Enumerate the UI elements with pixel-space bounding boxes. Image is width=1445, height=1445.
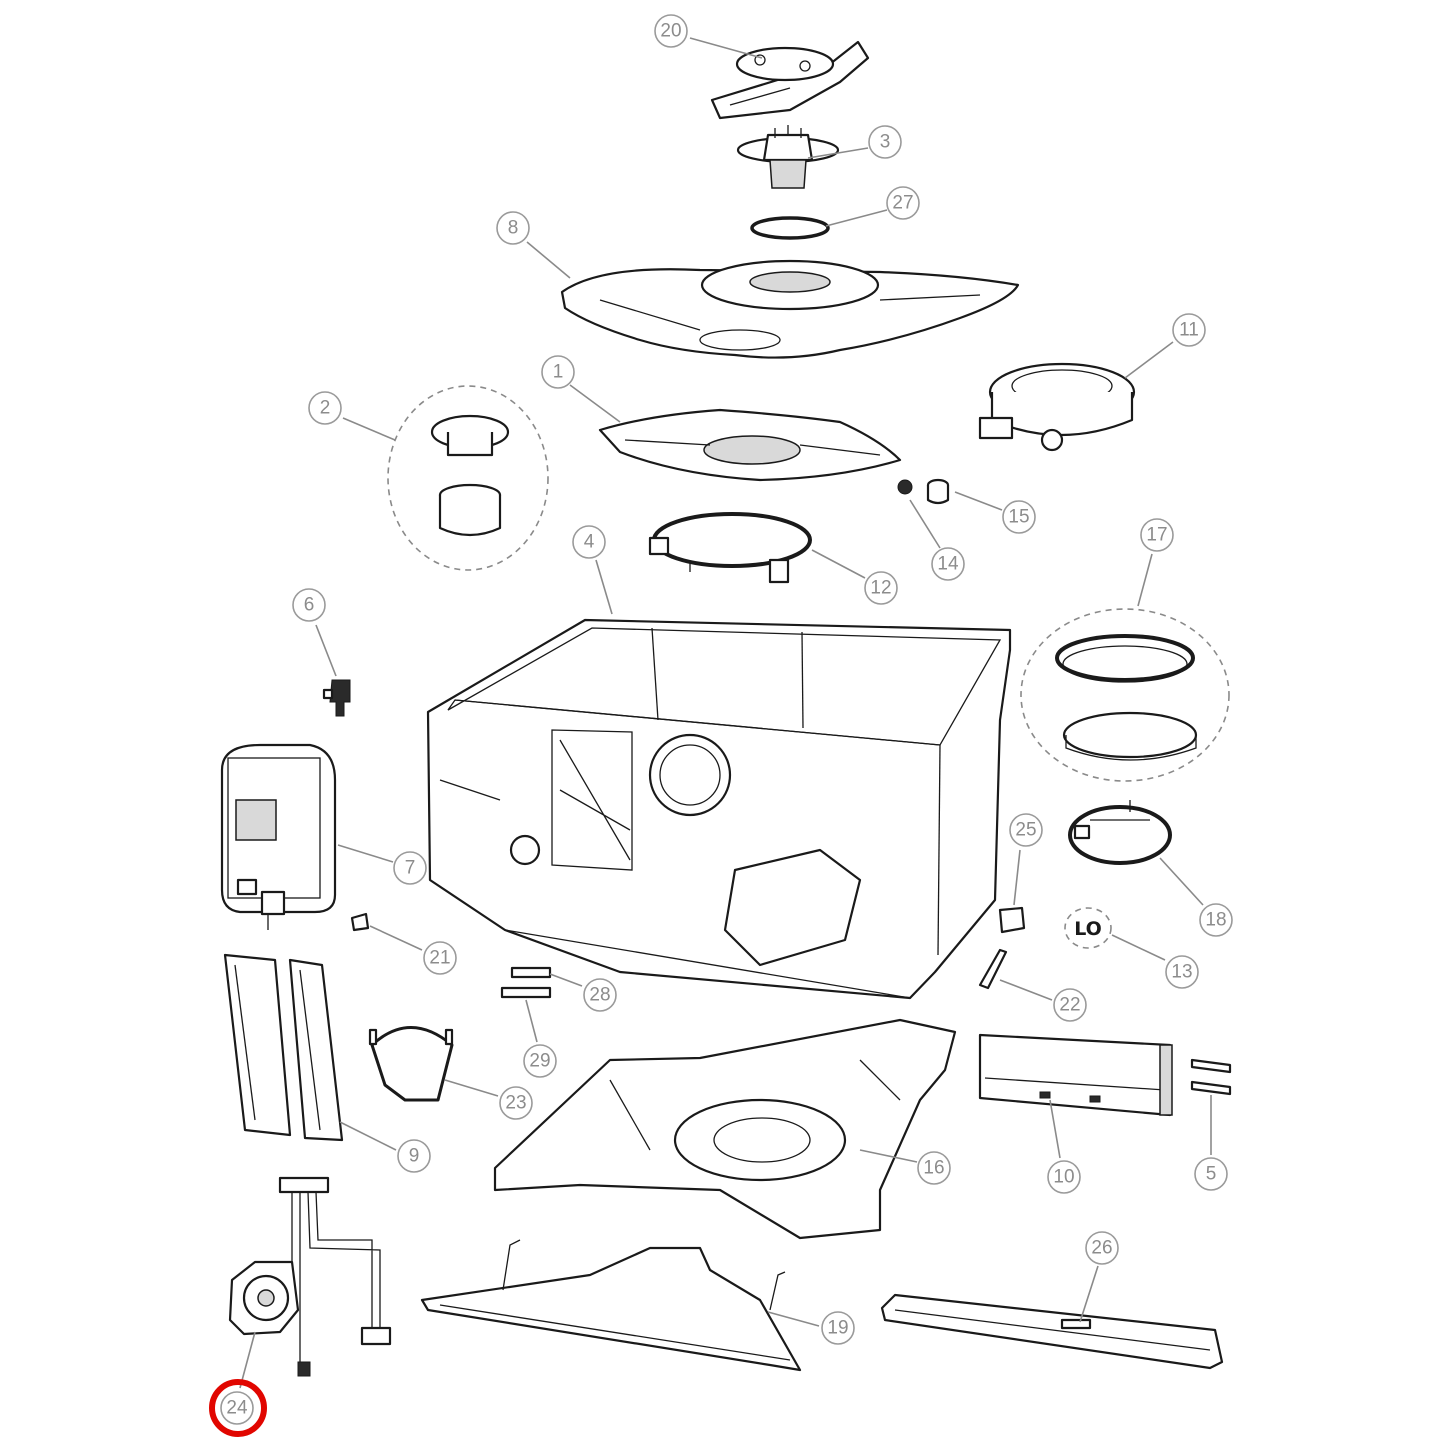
svg-text:15: 15 — [1008, 507, 1029, 528]
svg-text:23: 23 — [505, 1093, 526, 1114]
svg-text:3: 3 — [880, 132, 891, 153]
part-22-pad — [978, 948, 1008, 990]
callout-13: 13 — [1165, 955, 1199, 989]
part-17-sump-ring-set — [1020, 608, 1230, 782]
part-28-bracket — [510, 966, 552, 979]
part-25-clip — [998, 906, 1026, 934]
part-13-label-marking: LO — [1064, 907, 1112, 949]
callout-1: 1 — [541, 355, 575, 389]
callout-11: 11 — [1172, 313, 1206, 347]
callout-2: 2 — [308, 391, 342, 425]
svg-text:10: 10 — [1053, 1167, 1074, 1188]
part-3-spray-arm-hub — [736, 125, 840, 189]
part-29-bracket — [500, 986, 552, 999]
part-10-module-housing — [978, 1033, 1173, 1117]
svg-text:22: 22 — [1059, 995, 1080, 1016]
part-26-base-strip — [880, 1293, 1224, 1370]
callout-7: 7 — [393, 851, 427, 885]
svg-text:4: 4 — [584, 532, 595, 553]
svg-text:9: 9 — [409, 1146, 420, 1167]
callout-20: 20 — [654, 14, 688, 48]
svg-text:20: 20 — [660, 21, 681, 42]
svg-text:29: 29 — [529, 1051, 550, 1072]
svg-text:11: 11 — [1179, 320, 1199, 341]
part-2-valve-assembly — [387, 385, 549, 571]
svg-text:27: 27 — [892, 193, 913, 214]
svg-text:21: 21 — [429, 948, 450, 969]
part-11-pump-housing — [978, 362, 1136, 452]
callout-16: 16 — [917, 1151, 951, 1185]
part-21-fitting — [350, 912, 370, 932]
callout-5: 5 — [1194, 1157, 1228, 1191]
callout-28: 28 — [583, 978, 617, 1012]
svg-text:16: 16 — [923, 1158, 944, 1179]
callout-8: 8 — [496, 211, 530, 245]
callout-6: 6 — [292, 588, 326, 622]
callout-24: 24 — [220, 1391, 254, 1425]
callout-27: 27 — [886, 186, 920, 220]
svg-text:1: 1 — [553, 362, 564, 383]
part-23-clamp — [368, 1026, 454, 1102]
svg-text:7: 7 — [405, 858, 416, 879]
callout-14: 14 — [931, 547, 965, 581]
callouts: 20 3 27 8 11 1 2 15 14 12 4 17 6 7 25 18… — [220, 14, 1233, 1425]
leader-lines — [239, 37, 1212, 1389]
svg-text:8: 8 — [508, 218, 519, 239]
part-24-fan-motor-harness — [228, 1176, 392, 1377]
part-6-sensor — [322, 679, 351, 717]
callout-12: 12 — [864, 571, 898, 605]
svg-text:19: 19 — [827, 1318, 848, 1339]
callout-26: 26 — [1085, 1231, 1119, 1265]
callout-4: 4 — [572, 525, 606, 559]
svg-text:26: 26 — [1091, 1238, 1112, 1259]
part-18-retaining-ring — [1068, 800, 1172, 865]
callout-22: 22 — [1053, 988, 1087, 1022]
svg-text:13: 13 — [1171, 962, 1192, 983]
callout-9: 9 — [397, 1139, 431, 1173]
svg-text:5: 5 — [1206, 1164, 1217, 1185]
part-14-knob — [897, 479, 913, 495]
callout-15: 15 — [1002, 500, 1036, 534]
callout-18: 18 — [1199, 903, 1233, 937]
svg-text:24: 24 — [226, 1398, 248, 1419]
svg-text:6: 6 — [304, 595, 315, 616]
svg-text:14: 14 — [937, 554, 959, 575]
svg-text:17: 17 — [1146, 525, 1167, 546]
part-9-frame-panel — [223, 953, 344, 1142]
part-13-marking-text: LO — [1074, 918, 1102, 940]
svg-text:25: 25 — [1015, 820, 1036, 841]
callout-21: 21 — [423, 941, 457, 975]
highlighted-callout-ring — [209, 1379, 267, 1437]
part-27-o-ring — [750, 216, 830, 240]
callout-3: 3 — [868, 125, 902, 159]
callout-10: 10 — [1047, 1160, 1081, 1194]
part-16-base — [493, 1018, 957, 1240]
part-7-control-board — [220, 743, 337, 930]
part-1-middle-cover — [598, 408, 902, 482]
part-5-pins — [1190, 1058, 1232, 1096]
part-12-ring-bracket — [648, 512, 812, 584]
callout-29: 29 — [523, 1044, 557, 1078]
part-4-tub — [426, 618, 1012, 1000]
callout-23: 23 — [499, 1086, 533, 1120]
callout-19: 19 — [821, 1311, 855, 1345]
part-19-lower-panel — [420, 1239, 802, 1372]
part-8-upper-cover — [560, 259, 1020, 359]
svg-text:12: 12 — [870, 578, 891, 599]
callout-25: 25 — [1009, 813, 1043, 847]
svg-text:28: 28 — [589, 985, 610, 1006]
part-20-upper-spray-arm — [710, 40, 870, 120]
svg-text:2: 2 — [320, 398, 331, 419]
svg-text:18: 18 — [1205, 910, 1226, 931]
part-15-bushing — [926, 478, 950, 505]
callout-17: 17 — [1140, 518, 1174, 552]
